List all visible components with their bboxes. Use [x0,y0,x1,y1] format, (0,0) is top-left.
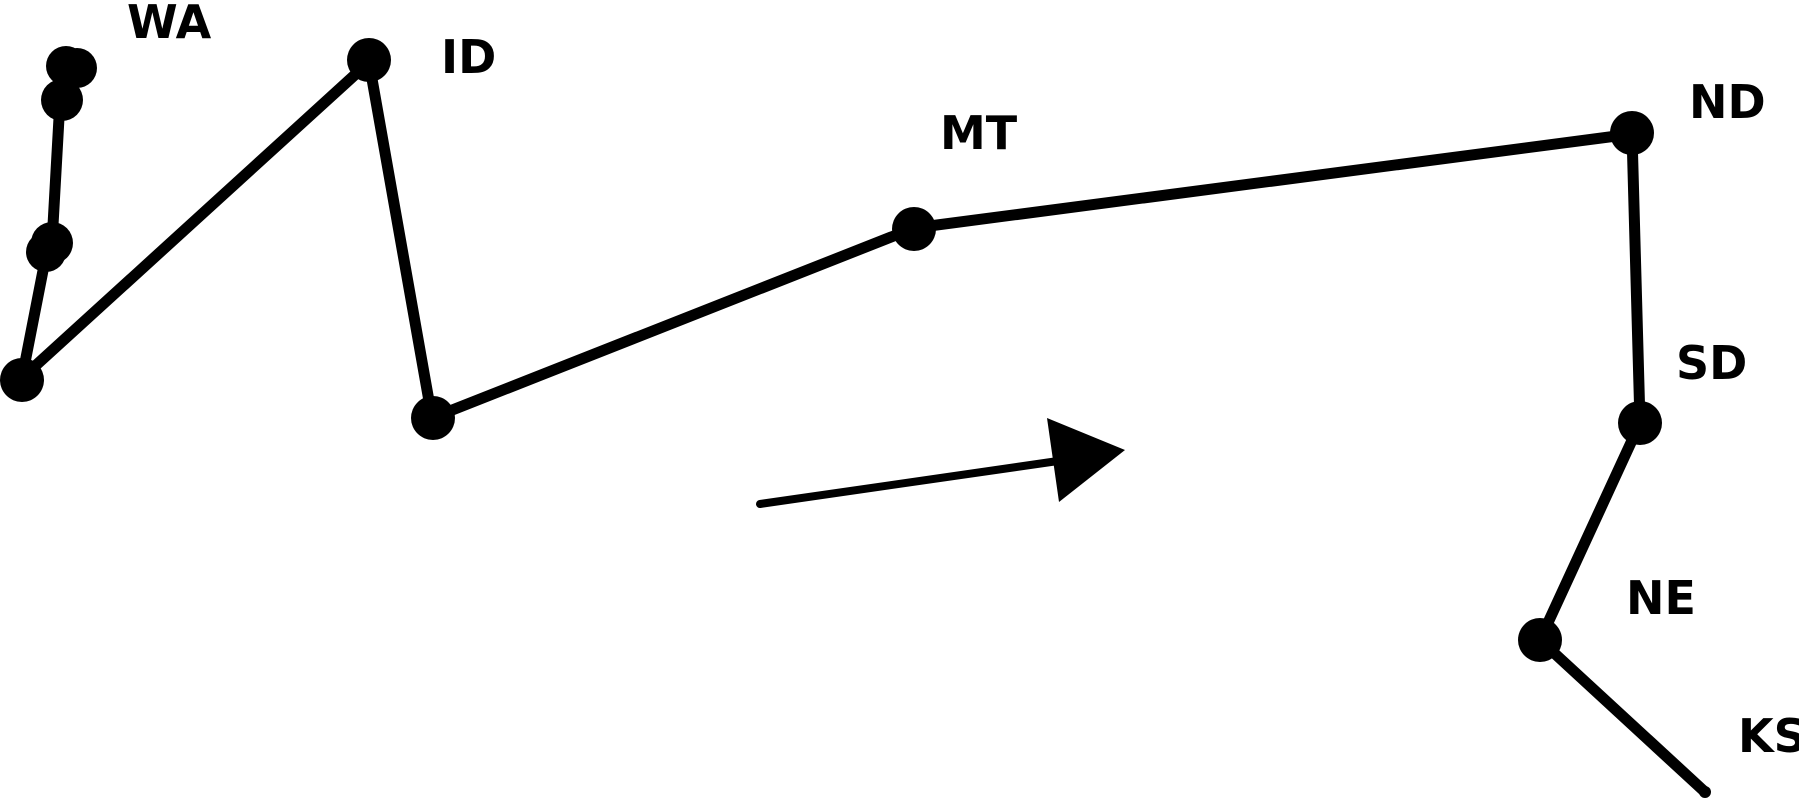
label-mt: MT [940,106,1018,160]
edge-sd-to-ne [1534,417,1646,646]
label-sd: SD [1676,336,1747,390]
label-ne: NE [1626,571,1696,625]
arrow-head [1047,418,1125,502]
node-id-1 [347,38,391,82]
node-ks [1699,786,1711,798]
edge-wa-to-id [16,56,375,384]
node-sd [1618,401,1662,445]
edge-wa-2 [46,94,66,249]
node-wa-3b [26,232,66,272]
node-id-2 [411,396,455,440]
label-ks: KS [1738,709,1799,763]
arrow-shaft [756,457,1062,508]
route-nodes [0,38,1711,798]
route-path [16,56,1711,798]
node-ne [1518,618,1562,662]
node-wa-1b [57,48,97,88]
edge-ne-to-ks [1534,634,1711,798]
direction-arrow [756,418,1125,508]
node-wa-2 [41,79,83,121]
edge-id-south [363,56,438,424]
node-mt [892,207,936,251]
label-nd: ND [1689,75,1766,129]
edge-mt-to-nd [908,128,1638,234]
edge-nd-to-sd [1626,128,1646,429]
label-id: ID [441,30,496,84]
edge-to-mt [426,222,920,424]
state-labels: WA ID MT ND SD NE KS [127,0,1799,763]
node-nd [1610,111,1654,155]
label-wa: WA [127,0,212,49]
node-wa-4 [0,358,44,402]
